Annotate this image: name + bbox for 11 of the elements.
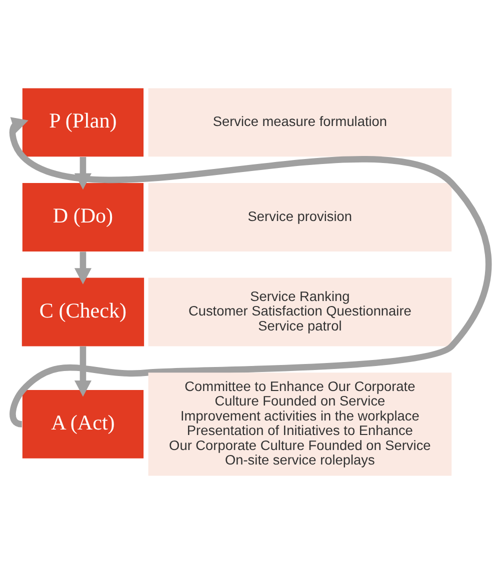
node-box: A (Act)	[22, 389, 144, 458]
node-box: C (Check)	[22, 277, 144, 346]
node-box: D (Do)	[22, 182, 144, 251]
node-box: P (Plan)	[22, 88, 144, 156]
node-box: Service measure formulation	[148, 88, 452, 156]
arrow	[74, 346, 92, 396]
node-box: Service Ranking Customer Satisfaction Questionnaire Service patrol	[148, 277, 452, 346]
arrow	[10, 116, 492, 426]
arrow	[74, 251, 92, 284]
node-box: Committee to Enhance Our Corporate Culture Founded on Service Improvement activities in the workplace Presentation of Initiatives to Enhance Our Corporate Culture Founded on Service On-site service roleplays	[148, 372, 452, 476]
node-box: Service provision	[148, 182, 452, 251]
